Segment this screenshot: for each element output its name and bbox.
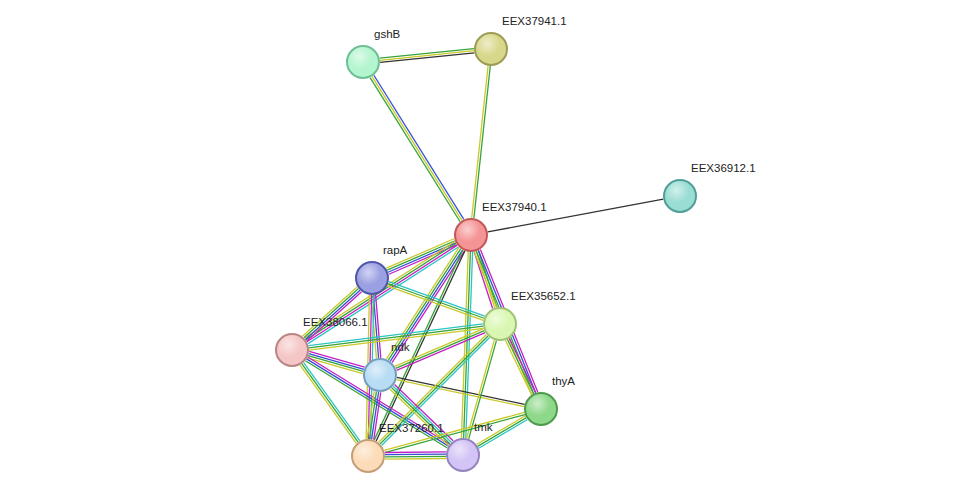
protein-node: gshB (346, 45, 380, 79)
evidence-line (300, 365, 356, 443)
interaction-edge (505, 338, 535, 394)
interaction-edge (302, 287, 361, 341)
node-label: EEX37260.1 (379, 422, 444, 435)
interaction-edge (300, 363, 360, 444)
node-label: EEX36912.1 (691, 162, 756, 175)
evidence-line (478, 250, 535, 392)
node-label: EEX35652.1 (511, 290, 576, 303)
interaction-edge (467, 340, 497, 439)
protein-node: EEX37941.1 (474, 32, 508, 66)
interaction-edge (387, 282, 485, 321)
node-label: rapA (383, 244, 407, 257)
evidence-line (305, 290, 360, 339)
node-label: gshB (374, 28, 400, 41)
evidence-line (306, 359, 448, 446)
evidence-line (388, 284, 484, 319)
evidence-line (307, 358, 362, 374)
evidence-line (308, 357, 450, 444)
interaction-edge (380, 49, 475, 63)
evidence-line (480, 250, 537, 392)
evidence-line (385, 451, 446, 453)
evidence-line (309, 354, 364, 370)
interaction-edge (472, 66, 491, 218)
evidence-line (380, 53, 474, 63)
protein-node: rapA (355, 261, 389, 295)
interaction-edge (385, 452, 446, 459)
evidence-line (389, 282, 485, 317)
evidence-line (461, 252, 468, 438)
evidence-line (507, 339, 533, 393)
interaction-edge (461, 252, 472, 438)
evidence-line (467, 340, 495, 438)
interaction-edge (396, 377, 524, 406)
evidence-line (505, 340, 531, 394)
node-label: tmk (474, 421, 493, 434)
evidence-line (469, 341, 497, 439)
interaction-edge (370, 75, 464, 221)
protein-node: EEX36912.1 (663, 179, 697, 213)
evidence-line (387, 286, 483, 321)
evidence-line (396, 380, 524, 407)
node-label: EEX37941.1 (502, 15, 567, 28)
protein-node: thyA (524, 392, 558, 426)
evidence-line (474, 66, 490, 218)
node-label: thyA (552, 375, 575, 388)
evidence-line (509, 338, 535, 392)
interaction-edge (474, 250, 537, 395)
protein-node: EEX37260.1 (351, 439, 385, 473)
node-label: ndk (391, 341, 410, 354)
evidence-line (367, 391, 374, 438)
interaction-edge (367, 391, 381, 439)
node-label: EEX37940.1 (482, 201, 547, 214)
protein-node: tmk (446, 438, 480, 472)
evidence-line (380, 51, 474, 61)
interaction-edge (305, 357, 449, 448)
protein-node: ndk (363, 358, 397, 392)
evidence-line (374, 75, 464, 219)
evidence-line (308, 356, 363, 372)
evidence-line (397, 377, 525, 404)
evidence-line (385, 453, 446, 455)
evidence-line (385, 456, 446, 458)
evidence-line (370, 78, 460, 222)
protein-node: EEX37940.1 (454, 218, 488, 252)
evidence-line (472, 66, 488, 218)
evidence-line (372, 76, 462, 220)
evidence-line (302, 287, 357, 336)
evidence-line (309, 351, 364, 367)
evidence-line (385, 458, 446, 460)
evidence-line (380, 49, 474, 59)
evidence-line (304, 289, 359, 338)
protein-node: EEX35652.1 (483, 307, 517, 341)
protein-node: EEX38066.1 (275, 333, 309, 367)
node-label: EEX38066.1 (303, 316, 368, 329)
